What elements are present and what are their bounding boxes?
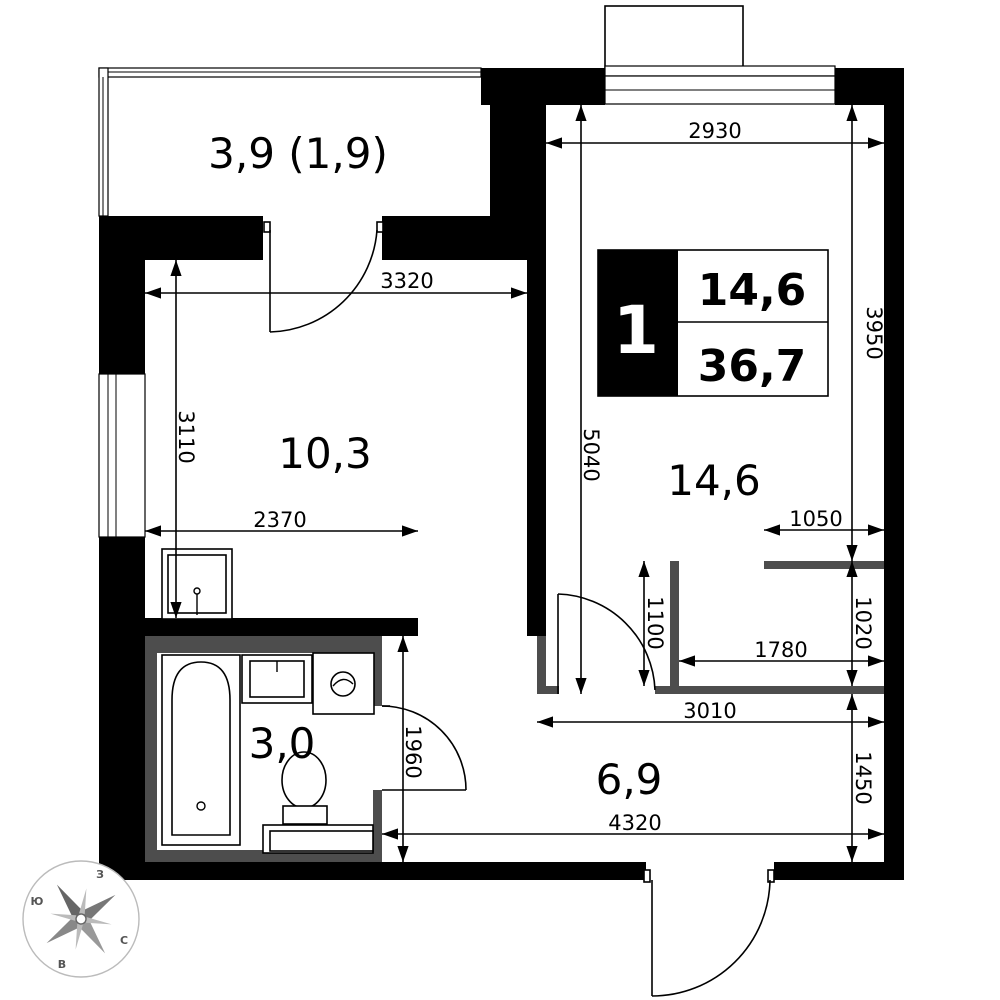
- compass-south: В: [58, 958, 66, 971]
- dim-5040: 5040: [579, 428, 603, 481]
- dim-3950: 3950: [862, 306, 886, 359]
- compass-east: С: [120, 934, 128, 947]
- dim-4320: 4320: [608, 811, 661, 835]
- dim-3010: 3010: [683, 699, 736, 723]
- dim-1960: 1960: [401, 725, 425, 778]
- dim-1780: 1780: [754, 638, 807, 662]
- dim-1050: 1050: [789, 507, 842, 531]
- closet-walls: [537, 561, 884, 694]
- washing-machine: [312, 652, 375, 715]
- kitchen-area-label: 10,3: [278, 429, 372, 478]
- dimension-lines: [145, 105, 884, 862]
- living-area-value: 14,6: [698, 265, 807, 316]
- apartment-badge: 1 14,6 36,7: [597, 249, 829, 397]
- kitchen-sink: [161, 548, 233, 620]
- kitchen-window: [98, 373, 146, 538]
- dim-2930: 2930: [688, 119, 741, 143]
- compass-north: З: [96, 868, 104, 881]
- toilet: [262, 751, 374, 854]
- hallway-area-label: 6,9: [596, 755, 663, 804]
- compass-icon: З С В Ю: [22, 860, 140, 978]
- dim-3110: 3110: [174, 410, 198, 463]
- dim-2370: 2370: [253, 508, 306, 532]
- bathroom-sink: [241, 654, 313, 704]
- balcony-area-label: 3,9 (1,9): [208, 129, 388, 178]
- living-room-area-label: 14,6: [667, 456, 761, 505]
- compass-west: Ю: [31, 895, 44, 908]
- walls: [99, 68, 904, 880]
- dim-1020: 1020: [851, 596, 875, 649]
- dim-3320: 3320: [380, 269, 433, 293]
- bathtub: [161, 654, 241, 846]
- room-count: 1: [613, 292, 659, 369]
- bathroom-area-label: 3,0: [249, 719, 316, 768]
- total-area-value: 36,7: [698, 341, 807, 392]
- dim-1450: 1450: [851, 751, 875, 804]
- dim-1100: 1100: [643, 596, 667, 649]
- top-window-bay: [604, 5, 836, 105]
